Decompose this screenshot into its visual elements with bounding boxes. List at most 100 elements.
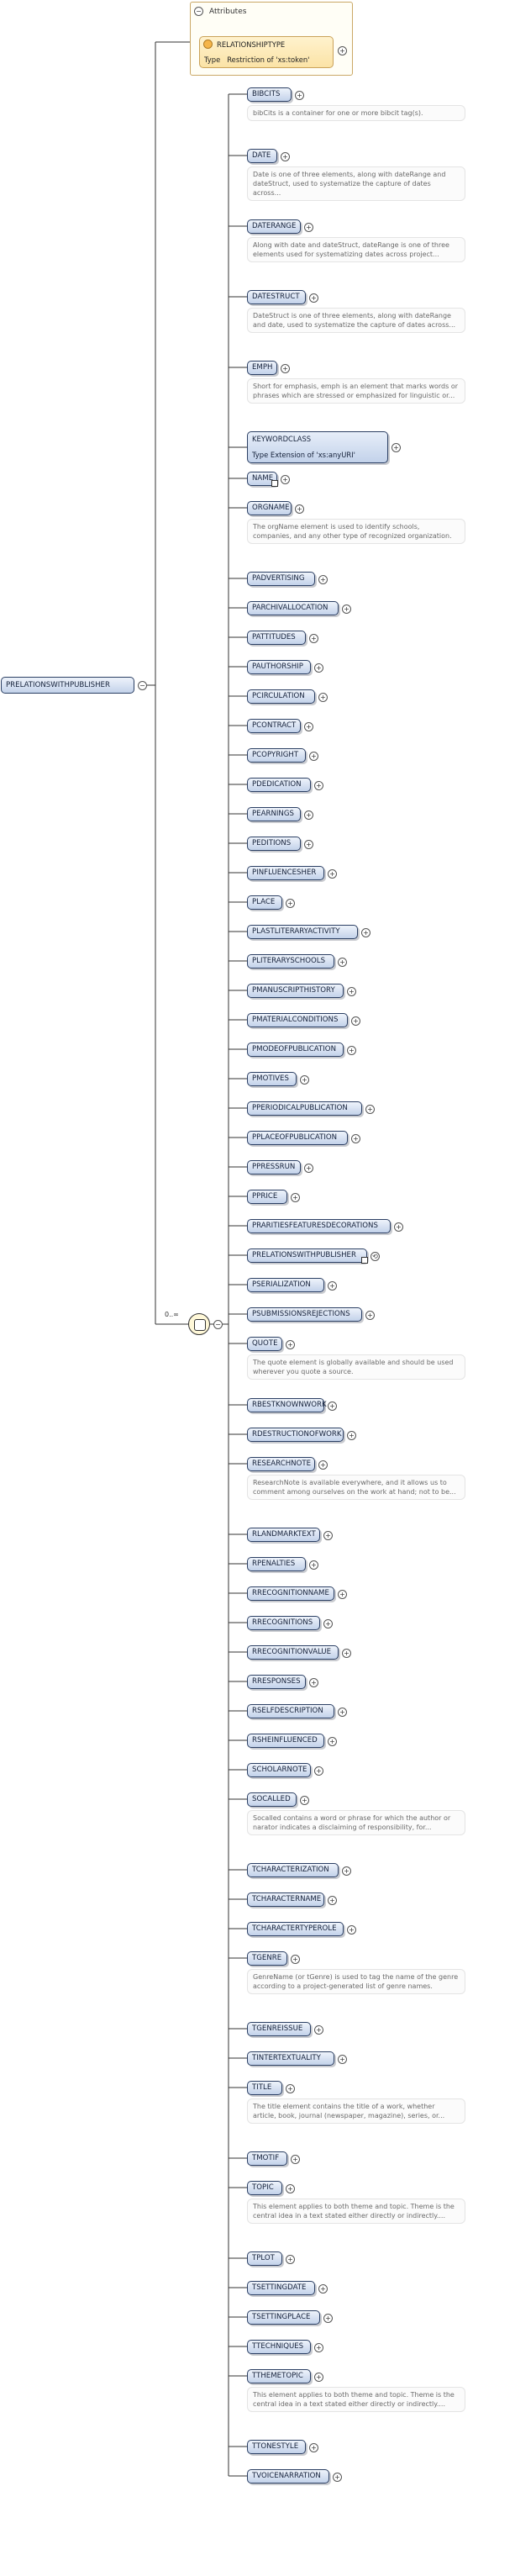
element-rrecognitions[interactable]: RRECOGNITIONS bbox=[247, 1616, 320, 1630]
expand-icon[interactable]: + bbox=[323, 1619, 333, 1628]
element-daterange[interactable]: DATERANGE bbox=[247, 219, 301, 234]
collapse-icon[interactable]: − bbox=[194, 7, 203, 16]
expand-icon[interactable]: + bbox=[347, 987, 356, 996]
expand-icon[interactable]: + bbox=[281, 364, 290, 373]
element-pliteraryschools[interactable]: PLITERARYSCHOOLS bbox=[247, 954, 334, 969]
element-tplot[interactable]: TPLOT bbox=[247, 2251, 282, 2266]
element-pearnings[interactable]: PEARNINGS bbox=[247, 807, 301, 821]
expand-icon[interactable]: + bbox=[318, 1460, 328, 1470]
element-tcharactertyperole[interactable]: TCHARACTERTYPEROLE bbox=[247, 1922, 344, 1936]
expand-icon[interactable]: + bbox=[338, 1590, 347, 1599]
element-pmotives[interactable]: PMOTIVES bbox=[247, 1072, 297, 1086]
expand-icon[interactable]: + bbox=[318, 693, 328, 702]
expand-icon[interactable]: + bbox=[314, 2343, 323, 2352]
expand-icon[interactable]: + bbox=[314, 663, 323, 673]
expand-icon[interactable]: + bbox=[323, 1531, 333, 1540]
element-place[interactable]: PLACE bbox=[247, 895, 282, 910]
element-pcirculation[interactable]: PCIRCULATION bbox=[247, 689, 315, 704]
expand-icon[interactable]: + bbox=[304, 810, 313, 820]
expand-icon[interactable]: + bbox=[318, 575, 328, 584]
element-tintertextuality[interactable]: TINTERTEXTUALITY bbox=[247, 2051, 334, 2066]
root-element[interactable]: PRELATIONSWITHPUBLISHER bbox=[1, 677, 134, 694]
element-scholarnote[interactable]: SCHOLARNOTE bbox=[247, 1763, 311, 1777]
recursion-icon[interactable]: ⟲ bbox=[370, 1252, 380, 1261]
element-rlandmarktext[interactable]: RLANDMARKTEXT bbox=[247, 1528, 320, 1542]
element-ttechniques[interactable]: TTECHNIQUES bbox=[247, 2340, 311, 2354]
expand-icon[interactable]: + bbox=[347, 1431, 356, 1440]
element-praritiesfeaturesdecorations[interactable]: PRARITIESFEATURESDECORATIONS bbox=[247, 1219, 391, 1233]
expand-icon[interactable]: + bbox=[347, 1046, 356, 1055]
expand-icon[interactable]: + bbox=[281, 475, 290, 484]
expand-icon[interactable]: + bbox=[309, 1678, 318, 1687]
element-tgenre[interactable]: TGENRE bbox=[247, 1951, 287, 1966]
expand-icon[interactable]: − bbox=[213, 1320, 223, 1329]
element-title[interactable]: TITLE bbox=[247, 2081, 282, 2095]
element-rbestknownwork[interactable]: RBESTKNOWNWORK bbox=[247, 1398, 327, 1412]
element-topic[interactable]: TOPIC bbox=[247, 2181, 282, 2195]
element-pcopyright[interactable]: PCOPYRIGHT bbox=[247, 748, 306, 763]
expand-icon[interactable]: + bbox=[351, 1134, 360, 1143]
expand-icon[interactable]: + bbox=[286, 2184, 295, 2193]
expand-icon[interactable]: + bbox=[304, 722, 313, 731]
element-tmotif[interactable]: TMOTIF bbox=[247, 2151, 287, 2166]
expand-icon[interactable]: + bbox=[338, 1708, 347, 1717]
expand-icon[interactable]: + bbox=[333, 2473, 342, 2482]
sequence-compositor[interactable] bbox=[188, 1313, 210, 1335]
expand-icon[interactable]: + bbox=[295, 504, 304, 514]
expand-icon[interactable]: + bbox=[394, 1222, 403, 1232]
element-pmanuscripthistory[interactable]: PMANUSCRIPTHISTORY bbox=[247, 984, 344, 998]
element-researchnote[interactable]: RESEARCHNOTE bbox=[247, 1457, 315, 1471]
element-quote[interactable]: QUOTE bbox=[247, 1337, 282, 1351]
element-tthemetopic[interactable]: TTHEMETOPIC bbox=[247, 2369, 311, 2383]
element-tcharacterization[interactable]: TCHARACTERIZATION bbox=[247, 1863, 339, 1877]
element-pplaceofpublication[interactable]: PPLACEOFPUBLICATION bbox=[247, 1131, 348, 1145]
expand-icon[interactable]: + bbox=[309, 634, 318, 643]
expand-icon[interactable]: + bbox=[286, 1340, 295, 1349]
expand-icon[interactable]: + bbox=[338, 46, 347, 55]
element-parchivallocation[interactable]: PARCHIVALLOCATION bbox=[247, 601, 339, 615]
expand-icon[interactable]: + bbox=[291, 1193, 300, 1202]
element-pinfluencesher[interactable]: PINFLUENCESHER bbox=[247, 866, 324, 880]
element-pperiodicalpublication[interactable]: PPERIODICALPUBLICATION bbox=[247, 1101, 362, 1116]
expand-icon[interactable]: + bbox=[342, 1866, 351, 1876]
element-rdestructionofwork[interactable]: RDESTRUCTIONOFWORK bbox=[247, 1428, 344, 1442]
element-bibcits[interactable]: BIBCITS bbox=[247, 87, 292, 102]
expand-icon[interactable]: + bbox=[328, 1896, 337, 1905]
expand-icon[interactable]: + bbox=[314, 1766, 323, 1776]
element-tcharactername[interactable]: TCHARACTERNAME bbox=[247, 1892, 324, 1907]
element-pserialization[interactable]: PSERIALIZATION bbox=[247, 1278, 324, 1292]
element-tvoicenarration[interactable]: TVOICENARRATION bbox=[247, 2469, 329, 2484]
element-rpenalties[interactable]: RPENALTIES bbox=[247, 1557, 306, 1571]
expand-icon[interactable]: + bbox=[304, 840, 313, 849]
element-rrecognitionname[interactable]: RRECOGNITIONNAME bbox=[247, 1586, 334, 1601]
expand-icon[interactable]: + bbox=[392, 443, 401, 452]
element-padvertising[interactable]: PADVERTISING bbox=[247, 572, 315, 586]
expand-icon[interactable]: + bbox=[361, 928, 370, 937]
element-pauthorship[interactable]: PAUTHORSHIP bbox=[247, 660, 311, 674]
element-pcontract[interactable]: PCONTRACT bbox=[247, 719, 301, 733]
expand-icon[interactable]: + bbox=[328, 1737, 337, 1746]
element-date[interactable]: DATE bbox=[247, 149, 277, 163]
element-ttonestyle[interactable]: TTONESTYLE bbox=[247, 2440, 306, 2454]
expand-icon[interactable]: + bbox=[328, 1401, 337, 1411]
expand-icon[interactable]: + bbox=[291, 1955, 300, 1964]
element-tgenreissue[interactable]: TGENREISSUE bbox=[247, 2022, 311, 2036]
expand-icon[interactable]: + bbox=[286, 2084, 295, 2093]
expand-icon[interactable]: − bbox=[138, 681, 147, 690]
expand-icon[interactable]: + bbox=[300, 1075, 309, 1085]
expand-icon[interactable]: + bbox=[291, 2155, 300, 2164]
expand-icon[interactable]: + bbox=[309, 752, 318, 761]
expand-icon[interactable]: + bbox=[338, 2055, 347, 2064]
expand-icon[interactable]: + bbox=[304, 223, 313, 232]
element-pdedication[interactable]: PDEDICATION bbox=[247, 778, 311, 792]
expand-icon[interactable]: + bbox=[338, 958, 347, 967]
element-tsettingdate[interactable]: TSETTINGDATE bbox=[247, 2281, 315, 2295]
element-socalled[interactable]: SOCALLED bbox=[247, 1792, 297, 1807]
expand-icon[interactable]: + bbox=[318, 2284, 328, 2294]
expand-icon[interactable]: + bbox=[300, 1796, 309, 1805]
expand-icon[interactable]: + bbox=[365, 1105, 375, 1114]
element-datestruct[interactable]: DATESTRUCT bbox=[247, 290, 306, 304]
expand-icon[interactable]: + bbox=[328, 1281, 337, 1291]
expand-icon[interactable]: + bbox=[328, 869, 337, 879]
